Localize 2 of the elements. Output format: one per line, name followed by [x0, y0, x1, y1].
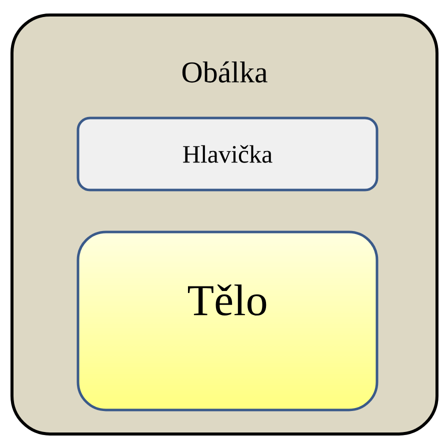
header-box: Hlavička [76, 116, 378, 192]
body-box: Tělo [76, 230, 378, 412]
